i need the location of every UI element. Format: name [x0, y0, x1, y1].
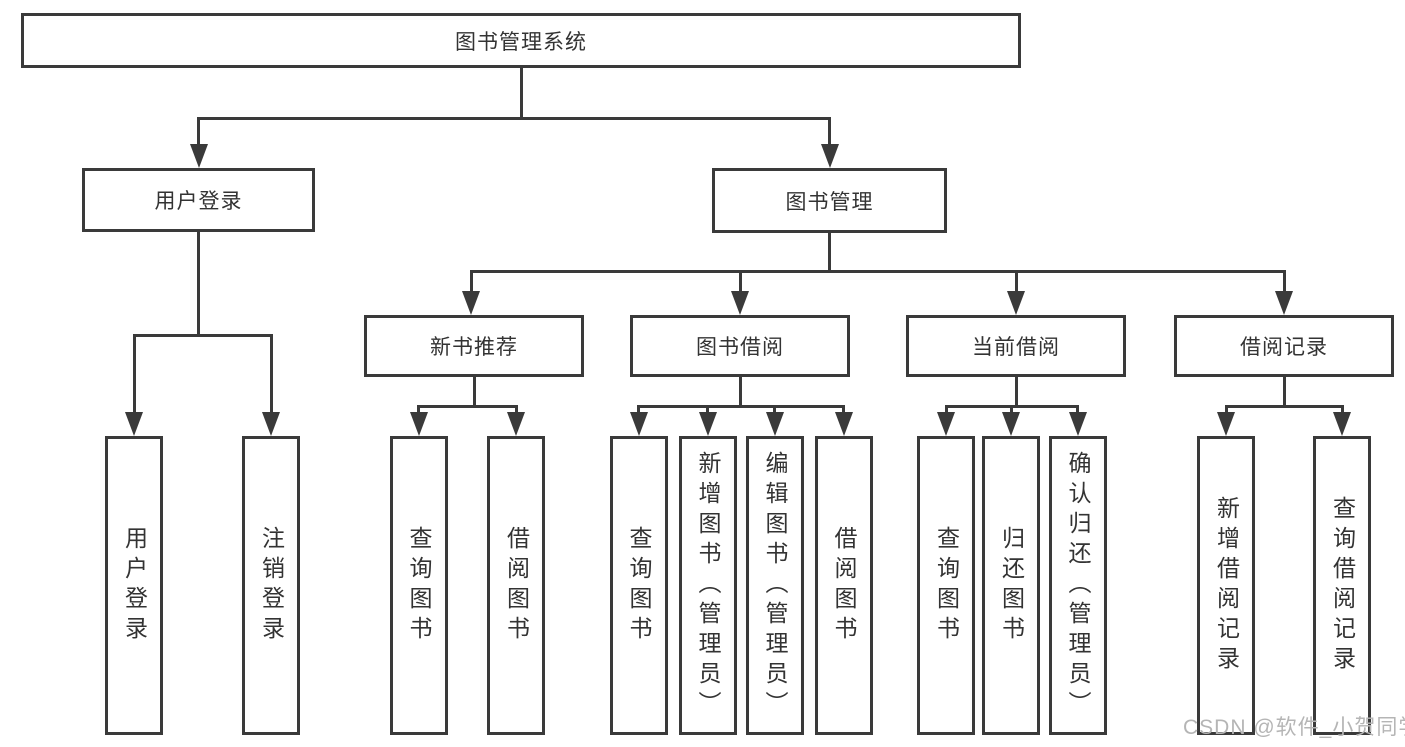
- node-book-borrowing: 图书借阅: [630, 315, 850, 377]
- connector-line: [197, 230, 200, 337]
- arrow-down-icon: [1333, 412, 1351, 436]
- connector-line: [514, 405, 518, 417]
- leaf-query-borrow-record: 查询借阅记录: [1313, 436, 1371, 735]
- node-user-login: 用户登录: [82, 168, 315, 232]
- leaf-label: 新增图书（管理员）: [695, 450, 721, 721]
- arrow-down-icon: [834, 412, 853, 436]
- connector-line: [417, 405, 518, 408]
- connector-line: [1014, 375, 1018, 408]
- arrow-down-icon: [1068, 412, 1087, 436]
- leaf-label: 编辑图书（管理员）: [762, 450, 788, 721]
- connector-line: [469, 270, 1286, 273]
- arrow-down-icon: [462, 291, 480, 315]
- leaf-user-login: 用户登录: [105, 436, 163, 735]
- leaf-label: 查询借阅记录: [1329, 495, 1356, 676]
- arrow-down-icon: [820, 144, 839, 168]
- leaf-label: 用户登录: [121, 525, 148, 646]
- connector-line: [1009, 405, 1013, 417]
- arrow-down-icon: [937, 412, 955, 436]
- leaf-label: 查询图书: [626, 525, 652, 646]
- connector-line: [828, 231, 831, 273]
- node-new-book-recommendation: 新书推荐: [364, 315, 584, 377]
- leaf-return-books: 归还图书: [982, 436, 1040, 735]
- leaf-label: 借阅图书: [503, 525, 530, 646]
- leaf-query-books: 查询图书: [389, 436, 448, 735]
- connector-line: [1224, 405, 1344, 408]
- arrow-down-icon: [1002, 412, 1020, 436]
- connector-line: [469, 270, 473, 294]
- leaf-edit-book-admin: 编辑图书（管理员）: [745, 436, 804, 735]
- connector-line: [197, 117, 200, 147]
- arrow-down-icon: [1007, 291, 1025, 315]
- leaf-query-books-3: 查询图书: [917, 436, 975, 735]
- leaf-label: 归还图书: [998, 525, 1025, 646]
- leaf-confirm-return-admin: 确认归还（管理员）: [1048, 436, 1107, 735]
- arrow-down-icon: [409, 412, 428, 436]
- watermark: CSDN @软件_小贺同学: [1183, 716, 1405, 739]
- leaf-label: 新增借阅记录: [1213, 495, 1240, 676]
- connector-line: [197, 117, 831, 120]
- connector-line: [738, 375, 742, 408]
- connector-line: [828, 117, 831, 147]
- connector-line: [1224, 405, 1228, 417]
- connector-line: [944, 405, 948, 417]
- node-book-management: 图书管理: [712, 168, 947, 233]
- connector-line: [706, 405, 709, 417]
- arrow-down-icon: [125, 412, 143, 436]
- connector-line: [637, 405, 640, 417]
- connector-line: [773, 405, 776, 417]
- leaf-add-borrow-record: 新增借阅记录: [1197, 436, 1255, 735]
- connector-line: [519, 66, 523, 118]
- node-borrowing-records: 借阅记录: [1174, 315, 1394, 377]
- leaf-label: 查询图书: [933, 525, 960, 646]
- arrow-down-icon: [189, 144, 208, 168]
- arrow-down-icon: [698, 412, 717, 436]
- leaf-borrow-books: 借阅图书: [487, 436, 545, 735]
- leaf-query-books-2: 查询图书: [609, 436, 668, 735]
- arrow-down-icon: [731, 291, 749, 315]
- leaf-label: 借阅图书: [831, 525, 857, 646]
- node-current-borrowing: 当前借阅: [906, 315, 1126, 377]
- connector-line: [637, 405, 845, 408]
- arrow-down-icon: [262, 412, 280, 436]
- leaf-label: 注销登录: [258, 525, 285, 646]
- arrow-down-icon: [1275, 291, 1293, 315]
- leaf-label: 确认归还（管理员）: [1065, 450, 1091, 721]
- leaf-borrow-books-2: 借阅图书: [814, 436, 873, 735]
- arrow-down-icon: [507, 412, 525, 436]
- leaf-add-book-admin: 新增图书（管理员）: [678, 436, 737, 735]
- connector-line: [132, 334, 136, 414]
- connector-line: [472, 375, 476, 408]
- arrow-down-icon: [629, 412, 648, 436]
- connector-line: [842, 405, 845, 417]
- node-library-management-system: 图书管理系统: [21, 13, 1021, 68]
- leaf-label: 查询图书: [406, 525, 432, 646]
- connector-line: [1282, 375, 1286, 408]
- connector-line: [417, 405, 420, 417]
- connector-line: [1014, 270, 1018, 294]
- connector-line: [738, 270, 742, 294]
- arrow-down-icon: [765, 412, 784, 436]
- connector-line: [269, 334, 273, 414]
- connector-line: [1076, 405, 1079, 417]
- connector-line: [1340, 405, 1344, 417]
- arrow-down-icon: [1217, 412, 1235, 436]
- connector-line: [132, 334, 273, 337]
- connector-line: [1282, 270, 1286, 294]
- leaf-logout: 注销登录: [242, 436, 300, 735]
